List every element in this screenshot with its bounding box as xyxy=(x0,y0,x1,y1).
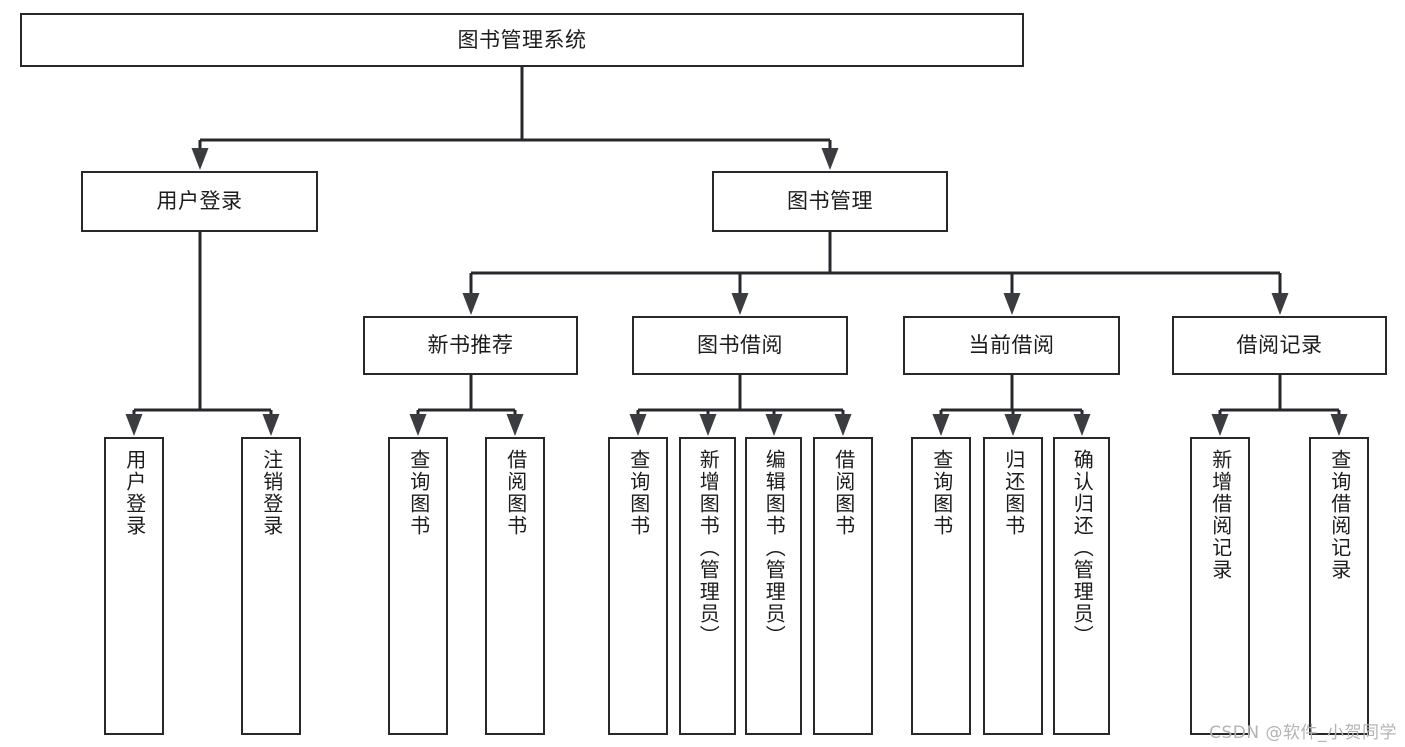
node-leaf-query-book-2[interactable]: 查询图书 xyxy=(608,437,668,735)
node-leaf-add-book[interactable]: 新增图书（管理员） xyxy=(679,437,736,735)
node-current-borrow[interactable]: 当前借阅 xyxy=(903,316,1120,375)
node-label: 借阅记录 xyxy=(1236,333,1323,358)
arrowhead-leaf-query-record xyxy=(1330,414,1348,436)
arrowhead-user-login xyxy=(191,148,209,170)
node-book-manage[interactable]: 图书管理 xyxy=(712,171,948,232)
arrowhead-leaf-add-book xyxy=(699,414,717,436)
node-label: 查询图书 xyxy=(929,449,954,537)
node-book-borrow[interactable]: 图书借阅 xyxy=(632,316,848,375)
node-label: 图书管理 xyxy=(787,189,873,214)
node-leaf-query-record[interactable]: 查询借阅记录 xyxy=(1309,437,1369,735)
arrowhead-leaf-add-record xyxy=(1211,414,1229,436)
arrowhead-borrow-record xyxy=(1271,293,1289,315)
arrowhead-leaf-confirm-return xyxy=(1073,414,1091,436)
node-leaf-confirm-return[interactable]: 确认归还（管理员） xyxy=(1053,437,1110,735)
arrowhead-leaf-user-login xyxy=(125,414,143,436)
arrowhead-book-borrow xyxy=(731,293,749,315)
node-label: 归还图书 xyxy=(1001,449,1026,537)
node-leaf-user-logout[interactable]: 注销登录 xyxy=(241,437,301,735)
node-root[interactable]: 图书管理系统 xyxy=(20,13,1024,67)
node-label: 图书借阅 xyxy=(697,333,783,358)
node-label: 注销登录 xyxy=(259,449,284,537)
node-leaf-user-login[interactable]: 用户登录 xyxy=(104,437,164,735)
arrowhead-leaf-edit-book xyxy=(765,414,783,436)
arrowhead-leaf-borrow-book-1 xyxy=(506,414,524,436)
node-label: 确认归还（管理员） xyxy=(1070,449,1095,647)
node-leaf-query-book-1[interactable]: 查询图书 xyxy=(388,437,448,735)
node-label: 图书管理系统 xyxy=(457,27,587,52)
node-label: 新增借阅记录 xyxy=(1208,449,1233,581)
node-leaf-edit-book[interactable]: 编辑图书（管理员） xyxy=(745,437,802,735)
node-label: 编辑图书（管理员） xyxy=(762,449,787,647)
node-label: 借阅图书 xyxy=(503,449,528,537)
node-label: 查询图书 xyxy=(626,449,651,537)
node-label: 用户登录 xyxy=(122,449,147,537)
node-new-book-rec[interactable]: 新书推荐 xyxy=(363,316,578,375)
arrowhead-book-manage xyxy=(821,148,839,170)
node-leaf-add-record[interactable]: 新增借阅记录 xyxy=(1190,437,1250,735)
node-label: 新书推荐 xyxy=(427,333,514,358)
node-label: 借阅图书 xyxy=(831,449,856,537)
node-label: 新增图书（管理员） xyxy=(696,449,721,647)
node-borrow-record[interactable]: 借阅记录 xyxy=(1172,316,1387,375)
arrowhead-leaf-borrow-book-2 xyxy=(834,414,852,436)
arrowhead-leaf-query-book-2 xyxy=(629,414,647,436)
arrowhead-leaf-query-book-3 xyxy=(932,414,950,436)
arrowhead-current-borrow xyxy=(1003,293,1021,315)
node-leaf-query-book-3[interactable]: 查询图书 xyxy=(911,437,971,735)
arrowhead-leaf-user-logout xyxy=(262,414,280,436)
arrowhead-leaf-return-book xyxy=(1004,414,1022,436)
node-user-login[interactable]: 用户登录 xyxy=(81,171,318,232)
node-leaf-borrow-book-1[interactable]: 借阅图书 xyxy=(485,437,545,735)
node-label: 查询图书 xyxy=(406,449,431,537)
arrowhead-new-book-rec xyxy=(462,293,480,315)
arrowhead-leaf-query-book-1 xyxy=(409,414,427,436)
node-label: 当前借阅 xyxy=(968,333,1055,358)
node-label: 用户登录 xyxy=(156,189,243,214)
node-leaf-return-book[interactable]: 归还图书 xyxy=(983,437,1043,735)
node-label: 查询借阅记录 xyxy=(1327,449,1352,581)
node-leaf-borrow-book-2[interactable]: 借阅图书 xyxy=(813,437,873,735)
